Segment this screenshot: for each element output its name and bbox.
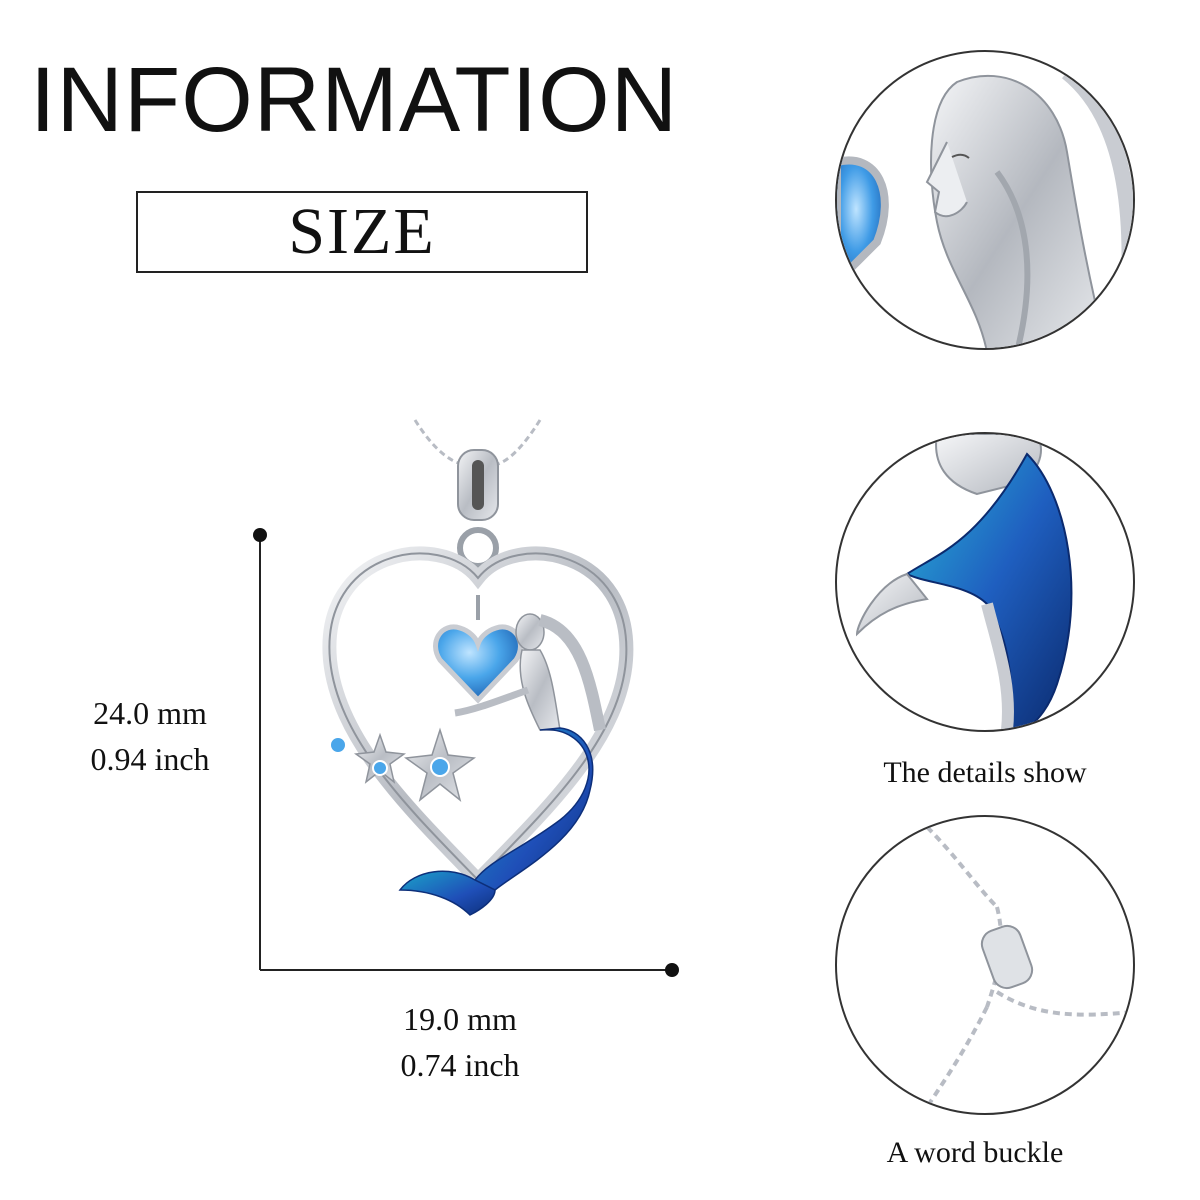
height-dimension: 24.0 mm 0.94 inch bbox=[60, 690, 240, 782]
width-mm: 19.0 mm bbox=[403, 1001, 517, 1037]
detail-circle-face bbox=[835, 50, 1135, 350]
caption-buckle: A word buckle bbox=[886, 1136, 1064, 1169]
width-dimension: 19.0 mm 0.74 inch bbox=[370, 996, 550, 1088]
width-inch: 0.74 inch bbox=[400, 1047, 520, 1083]
size-label: SIZE bbox=[288, 195, 436, 268]
size-label-box: SIZE bbox=[136, 191, 588, 273]
height-mm: 24.0 mm bbox=[93, 695, 207, 731]
detail-circle-buckle bbox=[835, 815, 1135, 1115]
detail-circle-tail bbox=[835, 432, 1135, 732]
height-inch: 0.94 inch bbox=[90, 741, 210, 777]
page-title: INFORMATION bbox=[30, 49, 679, 151]
measurement-guides bbox=[250, 525, 690, 985]
caption-details: The details show bbox=[883, 756, 1087, 789]
pendant-image bbox=[290, 410, 670, 970]
